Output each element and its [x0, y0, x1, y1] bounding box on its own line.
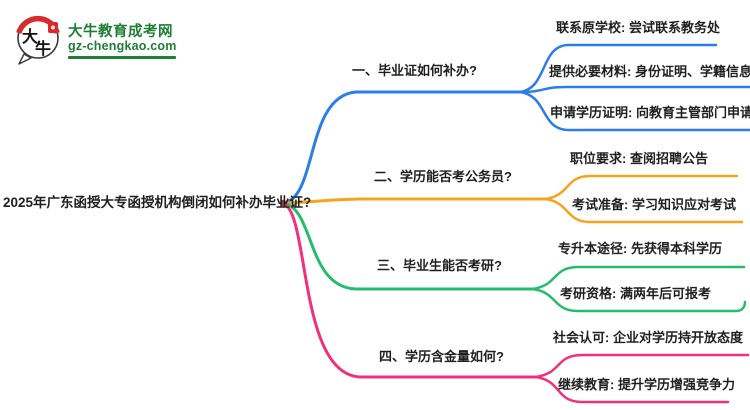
- branch2-child2-label: 考试准备: 学习知识应对考试: [572, 197, 736, 212]
- branch3-child2-label: 考研资格: 满两年后可报考: [560, 286, 711, 301]
- branch3-main-connector: [281, 201, 534, 291]
- branch1-label: 一、毕业证如何补办?: [352, 63, 477, 78]
- logo-underline: [68, 56, 176, 59]
- logo-title: 大牛教育成考网: [68, 24, 173, 40]
- branch3-child1-label: 专升本途径: 先获得本科学历: [558, 241, 722, 256]
- branch2-child1-label: 职位要求: 查阅招聘公告: [570, 151, 708, 166]
- branch2-label: 二、学历能否考公务员?: [374, 169, 512, 184]
- branch1-child1-label: 联系原学校: 尝试联系教务处: [556, 20, 720, 35]
- logo-domain: gz-chengkao.com: [68, 39, 177, 53]
- branch3-child2-connector: [530, 287, 747, 313]
- site-logo[interactable]: 大 牛 大牛教育成考网 gz-chengkao.com: [12, 12, 222, 68]
- branch4-child2-connector: [533, 375, 730, 404]
- branch4-child1-label: 社会认可: 企业对学历持开放态度: [553, 330, 743, 345]
- branch3-label: 三、毕业生能否考研?: [377, 258, 502, 273]
- branch1-child2-label: 提供必要材料: 身份证明、学籍信息: [549, 64, 750, 79]
- root-junction-dot: [279, 199, 287, 207]
- branch4-child1-connector: [533, 353, 750, 379]
- branch4-label: 四、学历含金量如何?: [379, 349, 504, 364]
- svg-text:牛: 牛: [35, 39, 51, 58]
- branch1-child1-connector: [518, 43, 718, 94]
- branch1-child2-connector: [518, 85, 750, 94]
- branch1-child3-connector: [518, 90, 750, 132]
- daniu-logo-icon: 大 牛: [16, 15, 60, 65]
- branch4-child2-label: 继续教育: 提升学历增强竞争力: [558, 377, 735, 392]
- branch4-main-connector: [281, 201, 537, 379]
- branch3-child1-connector: [530, 265, 746, 291]
- svg-text:大: 大: [22, 27, 38, 46]
- branch2-child1-connector: [543, 174, 739, 201]
- branch2-main-connector: [281, 197, 547, 205]
- branch1-main-connector: [281, 90, 522, 205]
- branch1-child3-label: 申请学历证明: 向教育主管部门申请: [550, 105, 750, 120]
- root-topic: 2025年广东函授大专函授机构倒闭如何补办毕业证?: [3, 195, 312, 210]
- branch2-child2-connector: [543, 197, 744, 224]
